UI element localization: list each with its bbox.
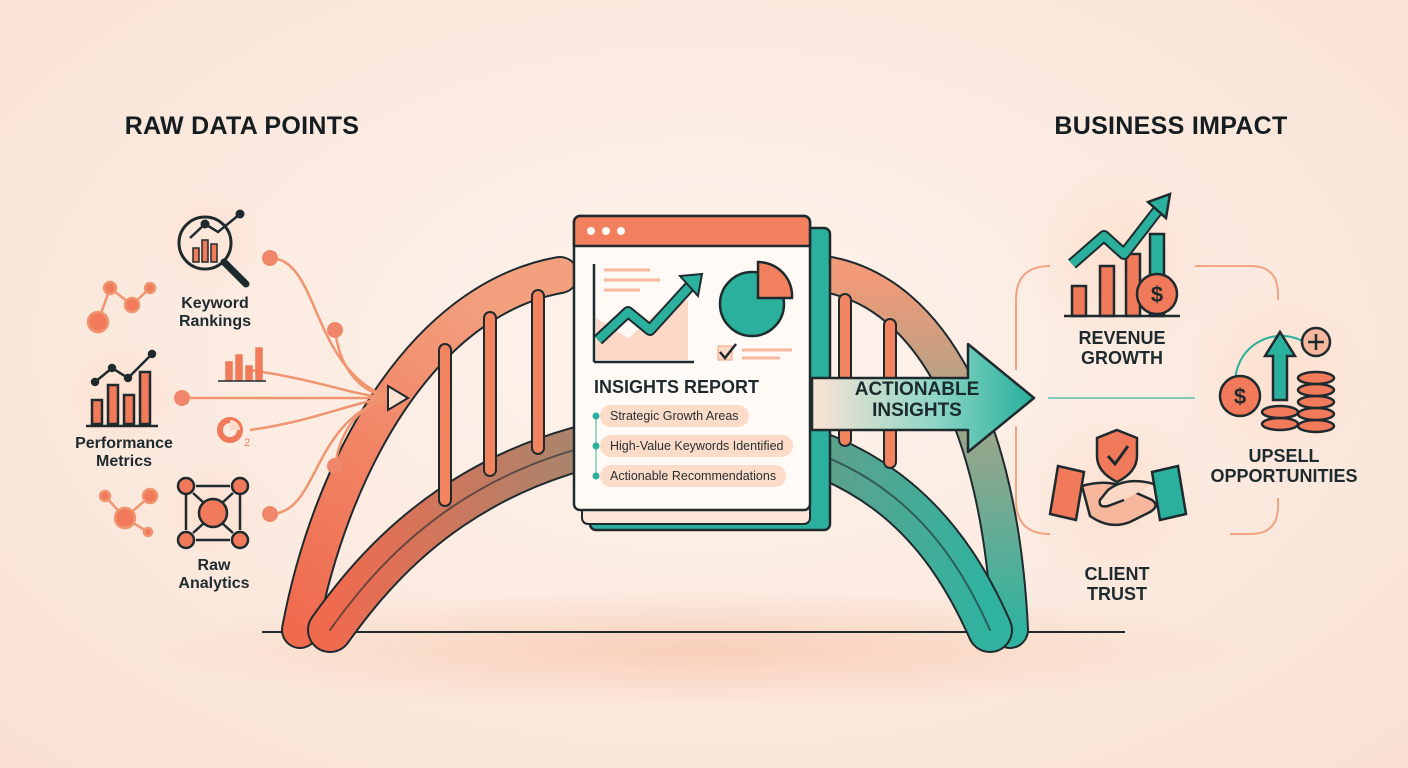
scatter-nodes-bottom xyxy=(98,487,159,538)
scatter-nodes-top xyxy=(86,280,157,334)
revenue-growth-label: REVENUE GROWTH xyxy=(1078,328,1166,369)
left-connector-dots xyxy=(174,250,343,522)
report-bullet-actionable-recommendations: Actionable Recommendations xyxy=(600,465,787,487)
funnel-arrowhead xyxy=(387,384,410,412)
performance-metrics-label: Performance Metrics xyxy=(75,435,173,470)
mini-pie-icon: 2 xyxy=(217,417,250,449)
revenue-growth-icon: $ xyxy=(1064,192,1180,318)
coin-stack-arrow-icon: $ xyxy=(1218,326,1336,434)
actionable-insights-arrow xyxy=(810,342,1036,454)
left-connectors xyxy=(182,256,391,516)
magnifier-chart-icon xyxy=(177,209,250,288)
keyword-rankings-label: Keyword Rankings xyxy=(178,295,251,330)
svg-text:$: $ xyxy=(1151,282,1163,307)
handshake-shield-icon xyxy=(1048,428,1188,527)
bar-line-chart-icon xyxy=(86,349,158,428)
report-bullet-strategic-growth: Strategic Growth Areas xyxy=(600,405,749,427)
svg-text:$: $ xyxy=(1234,384,1246,409)
report-bullet-high-value-keywords: High-Value Keywords Identified xyxy=(600,435,794,457)
right-connectors xyxy=(1015,265,1279,535)
business-impact-heading: BUSINESS IMPACT xyxy=(1054,112,1288,140)
raw-data-heading: RAW DATA POINTS xyxy=(124,112,360,140)
mini-bar-chart-icon xyxy=(218,347,266,382)
network-nodes-icon xyxy=(176,476,250,550)
client-trust-label: CLIENT TRUST xyxy=(1084,564,1150,605)
actionable-insights-label: ACTIONABLE INSIGHTS xyxy=(854,379,980,422)
svg-text:2: 2 xyxy=(244,437,250,449)
upsell-opportunities-label: UPSELL OPPORTUNITIES xyxy=(1210,446,1358,487)
insights-report-title: INSIGHTS REPORT xyxy=(594,377,760,397)
raw-analytics-label: Raw Analytics xyxy=(178,557,250,592)
